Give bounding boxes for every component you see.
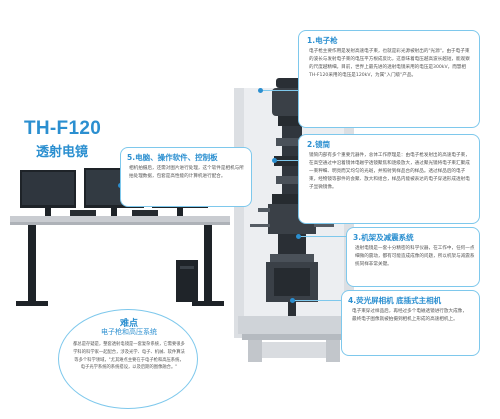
callout-body: 透射电镜是一套十分精密的科学仪器，在工作中，任何一点细微的震动，都有可能造成成像… [355, 246, 475, 267]
callout-frame-damping: 3.机架及减震系统 透射电镜是一套十分精密的科学仪器，在工作中，任何一点细微的震… [346, 227, 480, 287]
callout-body: 镜筒内部有多个重要元器件，总体工作原理是：由电子枪发射出的高速电子束，在高空通过… [309, 153, 470, 190]
leader-line-2b [276, 160, 298, 161]
product-model: TH-F120 [24, 118, 102, 139]
callout-title: 3.机架及减震系统 [353, 233, 414, 242]
callout-title: 1.电子枪 [307, 36, 338, 45]
callout-body: 电子枪主要作用是发射高速电子束，也就是彩光源被射出的"光源"。由于电子束的波长与… [309, 49, 470, 78]
callout-camera: 4.荧光屏相机 底插式主相机 电子束穿过样品后，再经过多个电磁透镜进行放大成像，… [341, 290, 480, 356]
callout-title: 4.荧光屏相机 底插式主相机 [348, 296, 442, 305]
leader-dot-4 [290, 298, 295, 303]
callout-title: 5.电脑、操作软件、控制板 [127, 153, 218, 162]
callout-computer-software: 5.电脑、操作软件、控制板 相机拍摄后，还需对图片进行处理，这个软件是相机与所拍… [120, 147, 252, 207]
callout-electron-gun: 1.电子枪 电子枪主要作用是发射高速电子束，也就是彩光源被射出的"光源"。由于电… [298, 30, 480, 128]
difficulty-body: 都总是存疑是，整套透射电镜是一套复杂系统，它需要很多学科的科学家一起配合，涉及光… [73, 342, 185, 371]
leader-line-3 [300, 236, 346, 237]
callout-column: 2.镜筒 镜筒内部有多个重要元器件，总体工作原理是：由电子枪发射出的高速电子束，… [298, 134, 480, 224]
leader-dot-1 [258, 88, 263, 93]
difficulty-subtitle: 电子枪和高压系统 [101, 328, 157, 336]
leader-line-4 [294, 300, 341, 301]
callout-body: 电子束穿过样品后，再经过多个电磁透镜进行放大成像，最终电子图像就被拍摄到相机上形… [352, 309, 467, 322]
callout-body: 相机拍摄后，还需对图片进行处理，这个软件是相机与所拍处理数据，包套是高性能的计算… [129, 166, 244, 179]
difficulty-oval: 难点 电子枪和高压系统 都总是存疑是，整套透射电镜是一套复杂系统，它需要很多学科… [58, 309, 198, 409]
callout-title: 2.镜筒 [307, 140, 331, 149]
difficulty-title: 难点 [119, 319, 138, 329]
product-name: 透射电镜 [36, 145, 89, 160]
leader-line-1 [262, 90, 298, 91]
leader-dot-2 [272, 158, 277, 163]
leader-dot-3 [296, 234, 301, 239]
